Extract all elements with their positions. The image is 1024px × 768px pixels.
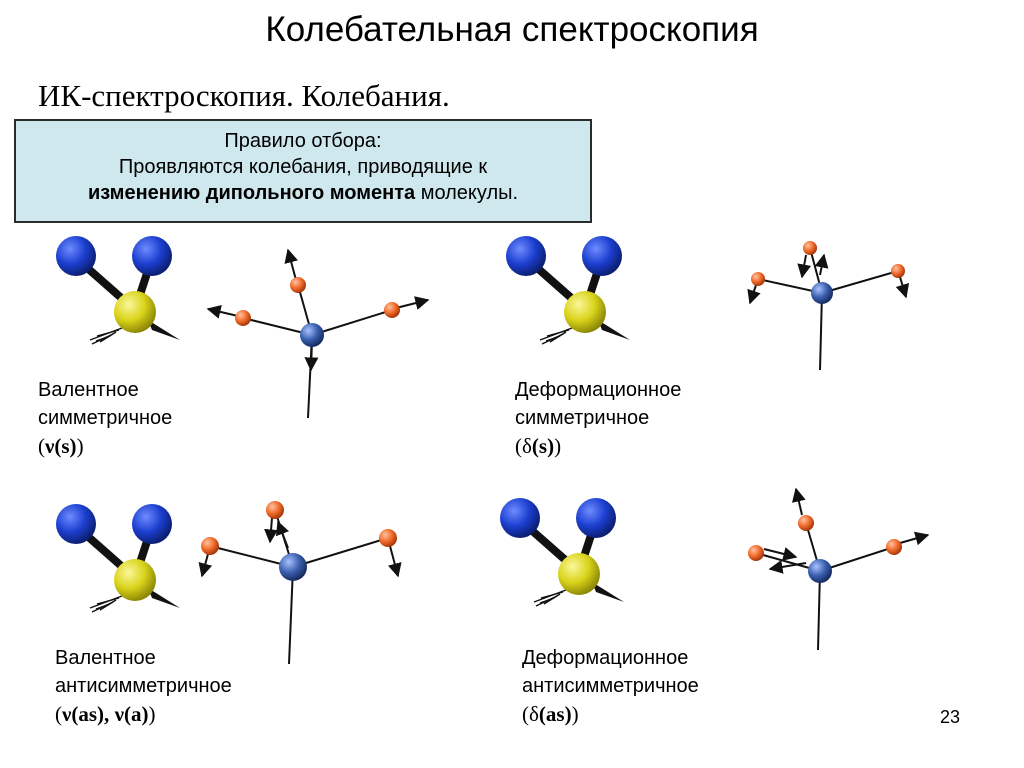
slide-subtitle: ИК-спектроскопия. Колебания. bbox=[38, 78, 450, 113]
mode-name-line1: Деформационное bbox=[522, 647, 689, 669]
mode-symbol: (δ(s)) bbox=[515, 434, 562, 458]
molecule-3d-image bbox=[20, 496, 190, 626]
mode-name-line1: Валентное bbox=[38, 379, 139, 401]
vibration-diagram-antisymmetric-bending bbox=[748, 487, 930, 651]
mode-name-line1: Валентное bbox=[55, 647, 156, 669]
mode-caption: Валентное симметричное (ν(s)) bbox=[38, 376, 172, 460]
rule-heading: Правило отбора: bbox=[224, 130, 382, 152]
page-number: 23 bbox=[940, 707, 961, 727]
mode-caption: Валентное антисимметричное (ν(as), ν(a)) bbox=[55, 644, 232, 728]
vibration-diagram-antisymmetric-stretch bbox=[198, 501, 402, 665]
mode-symbol: (ν(s)) bbox=[38, 434, 84, 458]
mode-name-line2: антисимметричное bbox=[55, 675, 232, 697]
mode-name-line2: симметричное bbox=[515, 407, 650, 429]
vibration-diagram-symmetric-bending bbox=[747, 241, 910, 371]
rule-bold-text: изменению дипольного момента bbox=[87, 182, 416, 204]
mode-symbol: (δ(as)) bbox=[522, 702, 579, 726]
molecule-3d-image bbox=[20, 228, 190, 358]
mode-name-line2: антисимметричное bbox=[522, 675, 699, 697]
rule-line-bold-row: изменению дипольного момента молекулы. bbox=[16, 180, 590, 206]
rule-line: Проявляются колебания, приводящие к bbox=[118, 156, 488, 178]
slide-title: Колебательная спектроскопия bbox=[265, 10, 759, 49]
rule-tail-text: молекулы. bbox=[415, 182, 519, 204]
selection-rule-box: Правило отбора: Проявляются колебания, п… bbox=[14, 119, 592, 223]
molecule-3d-image bbox=[464, 490, 634, 620]
mode-symbol: (ν(as), ν(a)) bbox=[55, 702, 156, 726]
mode-name-line1: Деформационное bbox=[515, 379, 682, 401]
mode-caption: Деформационное симметричное (δ(s)) bbox=[515, 376, 681, 460]
molecule-3d-image bbox=[470, 228, 640, 358]
vibration-diagram-symmetric-stretch bbox=[206, 248, 430, 419]
mode-caption: Деформационное антисимметричное (δ(as)) bbox=[522, 644, 699, 728]
mode-name-line2: симметричное bbox=[38, 407, 173, 429]
